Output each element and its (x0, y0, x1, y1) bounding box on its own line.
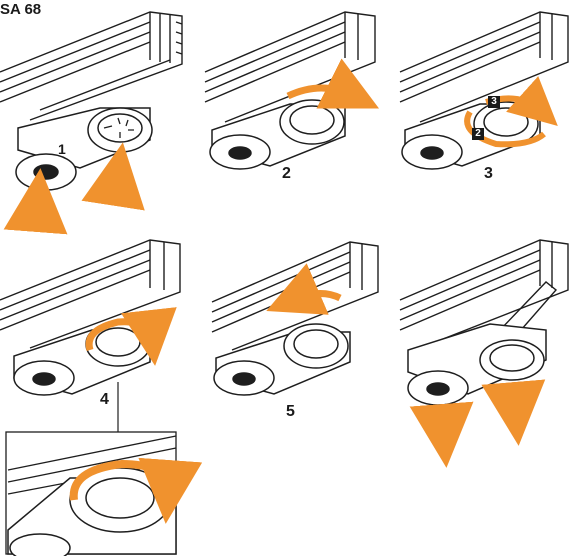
panel-step-1 (0, 11, 183, 235)
panel-step-6 (399, 239, 569, 468)
sub-step-badge: 3 (488, 96, 500, 108)
diagram-title: SA 68 (0, 1, 42, 18)
track-rail (0, 239, 181, 349)
track-rail (399, 239, 569, 349)
step-label-2: 2 (282, 165, 291, 182)
orange-arrow (3, 168, 68, 235)
step-label-4: 4 (100, 391, 109, 408)
orange-arrow (409, 401, 474, 468)
track-rail (0, 11, 183, 121)
orange-arrow (286, 58, 380, 109)
sub-step-badge: 2 (472, 128, 484, 140)
detail-inset (5, 431, 203, 556)
adapter-body (213, 323, 351, 396)
rotary-knob (103, 117, 134, 138)
panel-step-4 (0, 239, 181, 432)
step-label-3: 3 (484, 165, 493, 182)
adapter-body (401, 101, 541, 170)
orange-arrow (85, 307, 177, 366)
adapter-body (407, 323, 547, 406)
orange-arrow (81, 142, 145, 211)
adapter-body (209, 99, 346, 170)
orange-arrow (69, 457, 203, 524)
step-label-5: 5 (286, 403, 295, 420)
adapter-body (13, 321, 151, 396)
orange-arrow (266, 263, 342, 315)
orange-arrow (481, 379, 546, 446)
panel-step-5 (211, 241, 379, 396)
panel-step-2 (204, 11, 380, 170)
step-label-1: 1 (58, 141, 66, 157)
adapter-body (15, 107, 153, 191)
orange-arrow (464, 110, 546, 148)
panel-step-3 (399, 11, 569, 170)
